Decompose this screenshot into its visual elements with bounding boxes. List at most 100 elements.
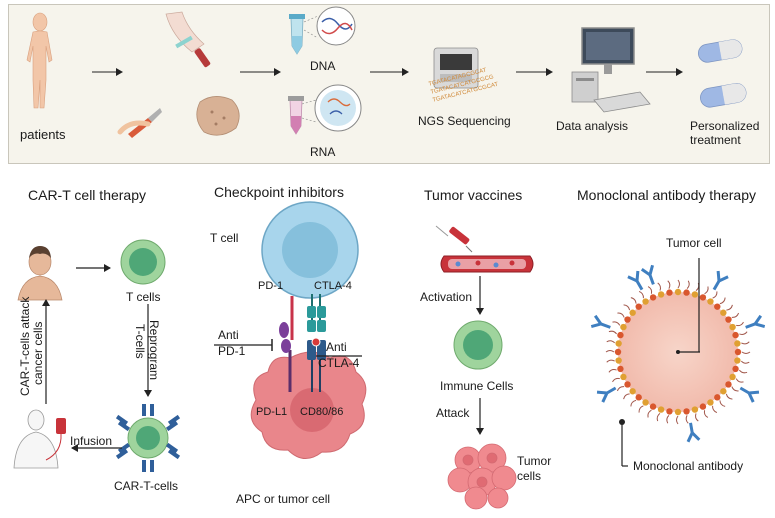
membrane-protein — [703, 410, 709, 418]
membrane-protein — [704, 286, 709, 295]
antibody-icon — [745, 314, 766, 329]
membrane-protein — [686, 280, 690, 290]
membrane-protein — [606, 359, 615, 363]
label-anti-ctla4-1: Anti — [326, 340, 347, 354]
membrane-protein — [685, 415, 689, 424]
membrane-protein — [719, 400, 726, 407]
membrane-dot — [734, 357, 741, 364]
infusion-patient-icon — [13, 409, 66, 469]
membrane-protein — [647, 409, 652, 418]
membrane-dot — [620, 373, 627, 381]
membrane-protein — [740, 360, 750, 364]
antibody-icon — [686, 422, 701, 443]
membrane-dot — [714, 303, 721, 310]
membrane-dot — [629, 309, 636, 316]
membrane-dot — [732, 331, 739, 339]
membrane-protein — [656, 413, 661, 422]
membrane-dot — [691, 291, 699, 298]
label-patients: patients — [20, 127, 66, 142]
checkpoint-t-cell-icon — [261, 201, 359, 299]
membrane-dot — [615, 340, 622, 347]
membrane-dot — [674, 288, 682, 296]
membrane-protein — [630, 297, 637, 304]
label-car-t-attack: CAR-T-cells attack — [18, 296, 32, 396]
membrane-protein — [612, 377, 620, 383]
label-tumor-cell: Tumor cell — [666, 236, 722, 250]
title-vaccines: Tumor vaccines — [424, 187, 523, 203]
immune-cell-icon — [453, 320, 503, 370]
membrane-protein — [725, 393, 733, 400]
label-pd1: PD-1 — [258, 280, 284, 292]
antibody-icon — [640, 264, 655, 285]
membrane-dot — [725, 381, 732, 388]
computer-icon — [571, 27, 651, 113]
membrane-protein — [731, 312, 740, 318]
membrane-protein — [612, 321, 621, 326]
membrane-dot — [666, 289, 673, 296]
label-dna: DNA — [310, 59, 336, 73]
membrane-dot — [614, 348, 622, 356]
membrane-dot — [725, 316, 732, 323]
membrane-protein — [741, 341, 750, 345]
membrane-protein — [731, 386, 739, 392]
membrane-protein — [666, 414, 670, 424]
membrane-dot — [615, 357, 622, 364]
membrane-protein — [657, 282, 661, 291]
membrane-protein — [695, 282, 700, 291]
dna-tube-icon — [289, 6, 356, 55]
label-rna: RNA — [310, 145, 336, 159]
membrane-protein — [677, 279, 680, 289]
membrane-protein — [638, 405, 644, 413]
antibody-icon — [712, 270, 729, 291]
label-attack: Attack — [436, 406, 470, 420]
membrane-dot — [649, 294, 657, 301]
ctla4-receptor-icon — [307, 294, 326, 332]
cd80-ligand-icon — [307, 337, 326, 392]
label-immune-cells: Immune Cells — [440, 379, 514, 393]
membrane-protein — [735, 378, 744, 383]
label-ngs: NGS Sequencing — [418, 114, 511, 128]
label-ctla4: CTLA-4 — [314, 280, 352, 292]
membrane-protein — [712, 291, 718, 299]
membrane-dot — [683, 408, 690, 415]
label-cancer-cells: cancer cells — [31, 321, 45, 385]
inhibition-anti-pd1 — [214, 339, 273, 351]
label-cd80: CD80/86 — [300, 406, 344, 418]
membrane-protein — [616, 386, 625, 392]
membrane-dot — [729, 323, 736, 331]
label-tumor-cells: cells — [517, 469, 542, 483]
membrane-protein — [608, 330, 617, 335]
membrane-dot — [720, 388, 727, 395]
pill-capsules-icon — [697, 39, 747, 108]
biopsy-icon — [117, 96, 240, 138]
tumor-cell-circle-icon — [590, 264, 766, 443]
membrane-protein — [741, 351, 751, 354]
patient-figure-icon — [26, 12, 53, 109]
membrane-dot — [635, 303, 642, 310]
membrane-dot — [624, 381, 631, 388]
t-cell-icon — [120, 239, 166, 285]
membrane-protein — [608, 369, 617, 373]
antibody-icon — [627, 270, 644, 291]
antibody-icon — [596, 386, 617, 403]
title-checkpoint: Checkpoint inhibitors — [214, 184, 344, 200]
pdl1-ligand-icon — [279, 322, 292, 392]
label-apc: APC or tumor cell — [236, 492, 331, 506]
label-pdl1: PD-L1 — [256, 406, 288, 418]
membrane-dot — [674, 408, 682, 416]
membrane-dot — [691, 406, 699, 413]
membrane-protein — [739, 331, 748, 335]
label-treatment: treatment — [690, 133, 741, 147]
membrane-protein — [712, 405, 718, 414]
membrane-dot — [624, 316, 631, 323]
membrane-dot — [657, 406, 665, 413]
antibody-icon — [739, 386, 760, 403]
membrane-dot — [734, 348, 742, 356]
membrane-protein — [605, 350, 615, 353]
ngs-sequencer-icon — [433, 47, 479, 89]
label-personalized: Personalized — [690, 119, 760, 133]
tumor-apc-cell-icon — [250, 351, 367, 459]
label-tumor: Tumor — [517, 454, 552, 468]
membrane-dot — [734, 340, 741, 347]
membrane-dot — [683, 289, 690, 296]
